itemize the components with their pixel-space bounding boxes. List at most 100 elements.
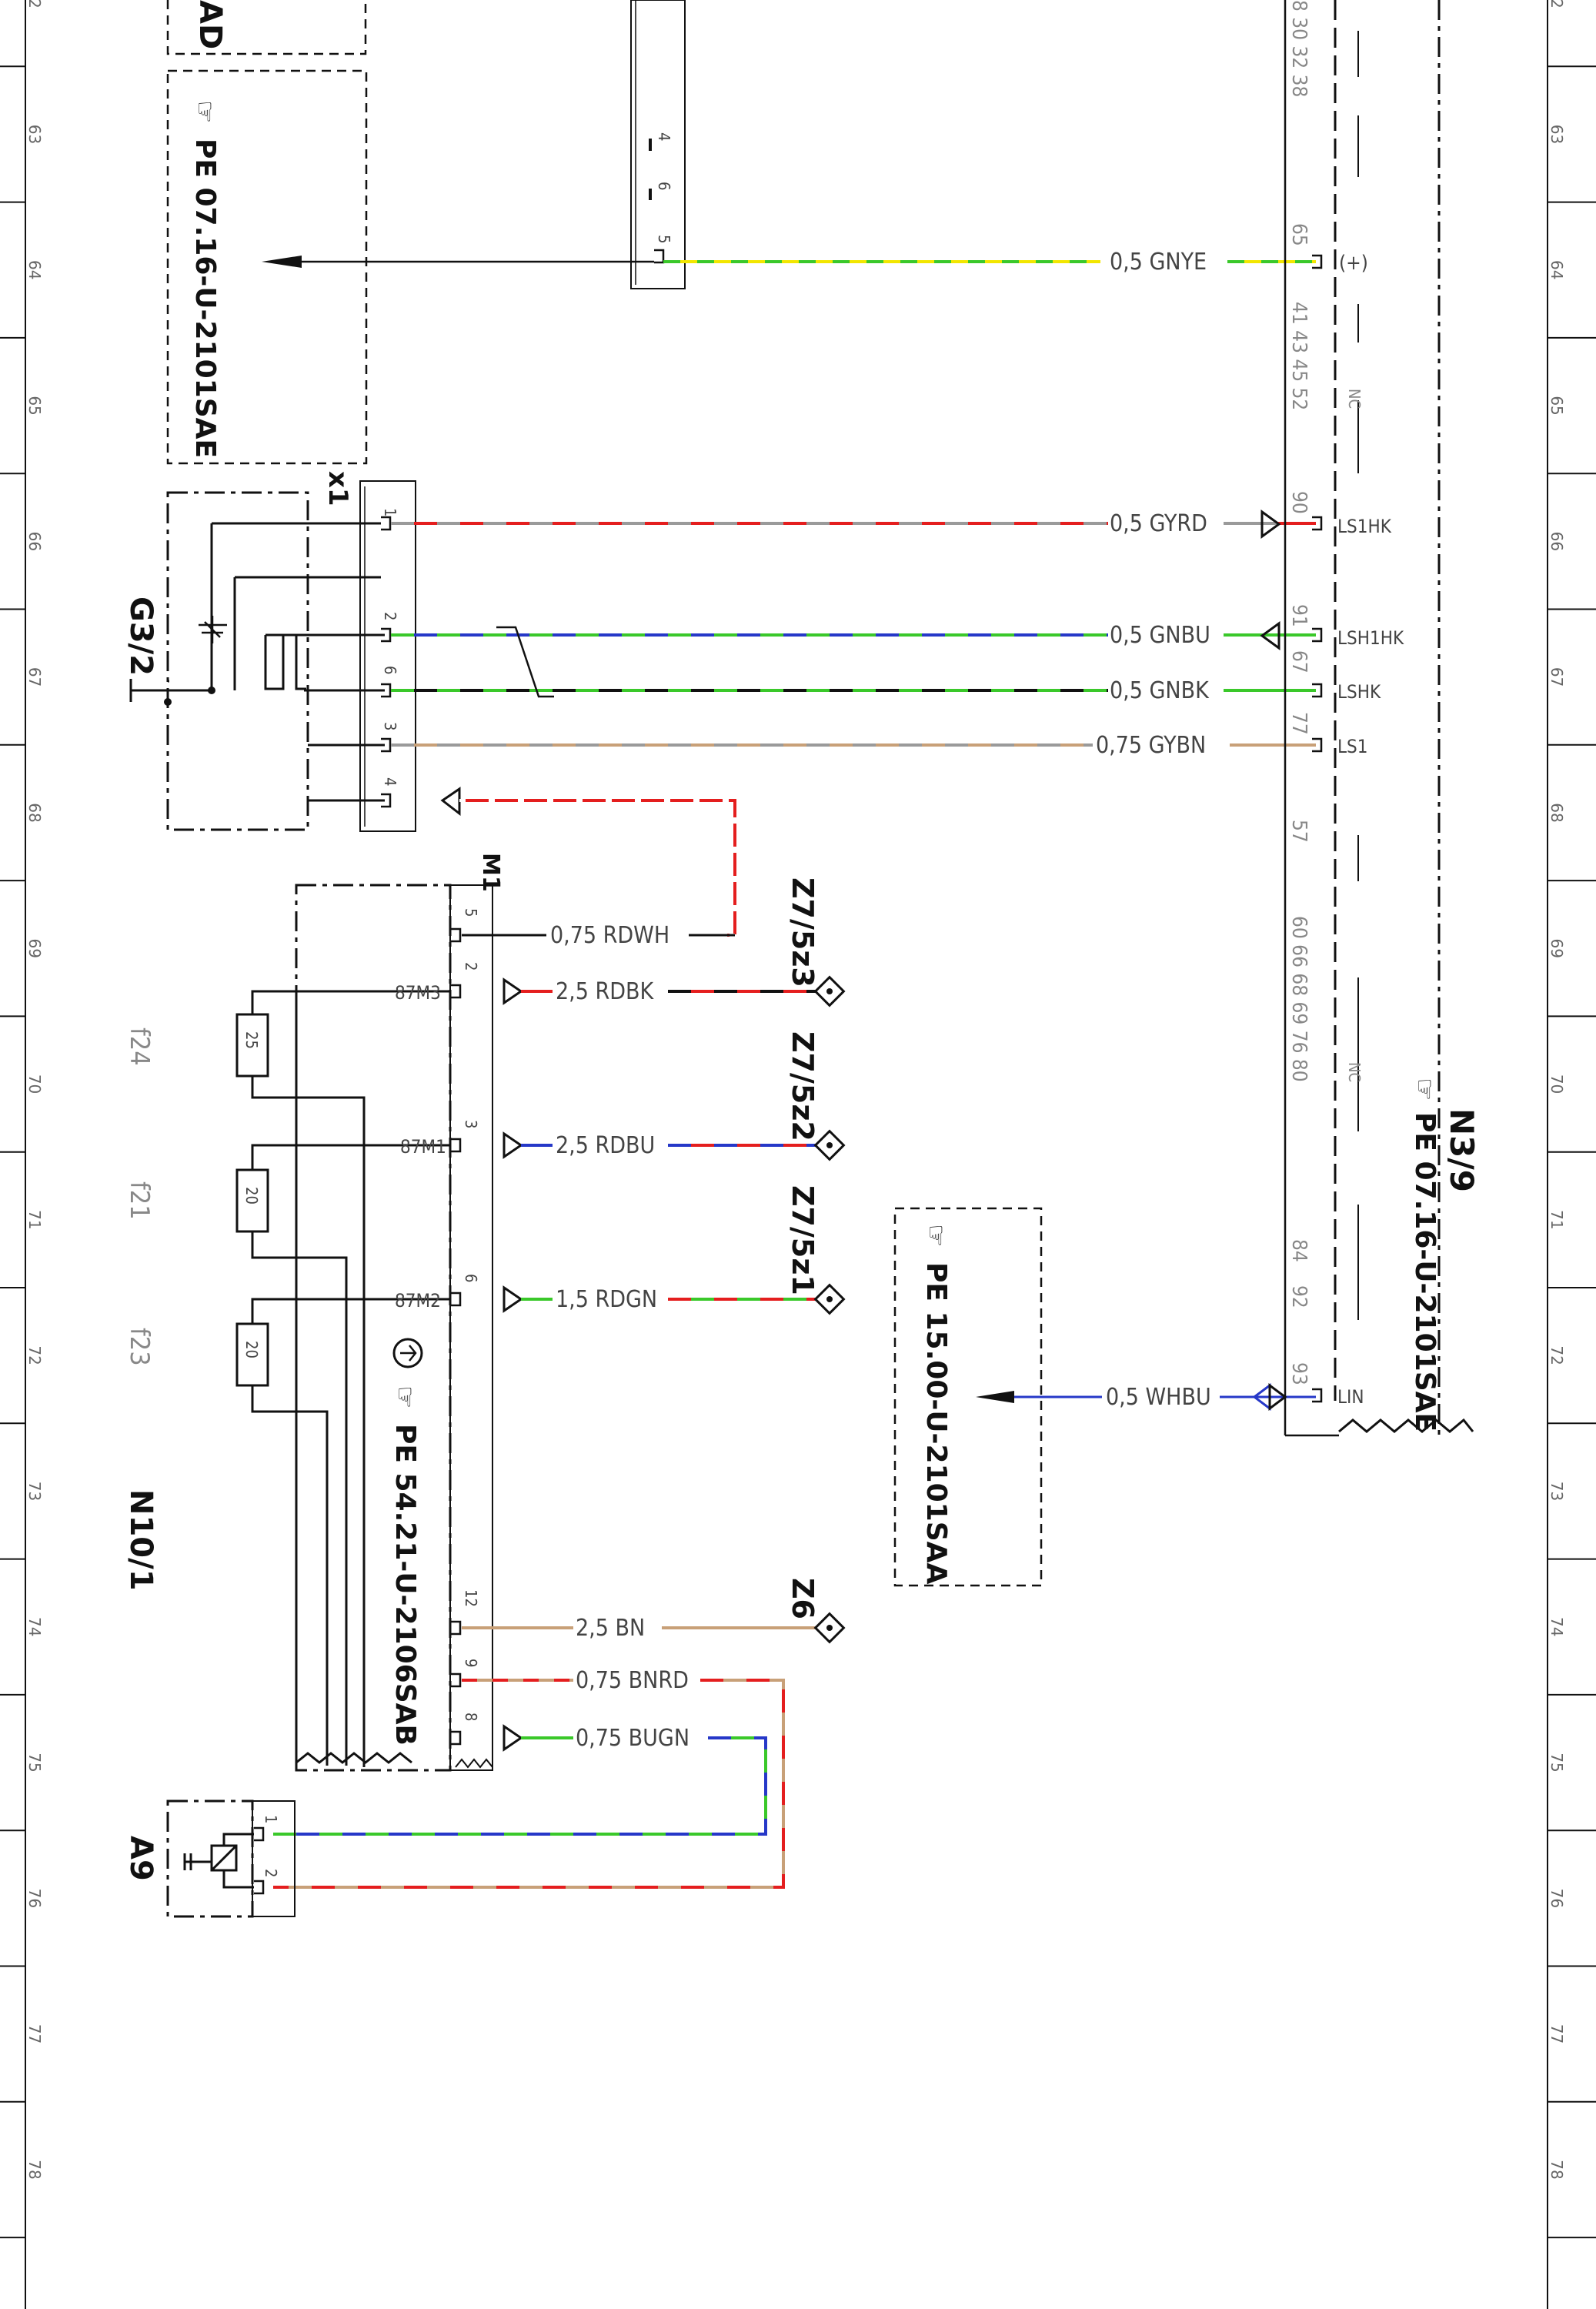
x1-connector: 1 2 6 3 4 xyxy=(359,480,416,832)
left-connector-pin-6: 6 xyxy=(655,182,673,190)
wire-whbu-arrow-right xyxy=(1268,1383,1287,1411)
a9-component: 1 2 xyxy=(166,1799,295,1918)
row-number: 64 xyxy=(25,260,44,279)
wire-bn-label: 2,5 BN xyxy=(576,1615,645,1642)
wire-gnye: 0,5 GNYE xyxy=(663,249,1316,276)
row-number: 72 xyxy=(1548,1345,1566,1365)
fuse-f24-terminal: 87M3 xyxy=(395,982,441,1004)
n3-9-pins-top: 8 30 32 38 xyxy=(1287,0,1311,97)
m1-connector: 5 2 3 6 12 9 8 xyxy=(449,884,493,1771)
fuse-f23-value: 20 xyxy=(242,1341,261,1358)
fuse-f21-name: f21 xyxy=(124,1181,155,1220)
ground-z7-5z1 xyxy=(813,1283,846,1315)
row-grid: 6262636364646565666667676868696970707171… xyxy=(0,0,1596,2239)
n3-9-pins-mid2: 60 66 68 69 76 80 xyxy=(1287,916,1311,1082)
row-number: 64 xyxy=(1548,260,1566,279)
row-number: 65 xyxy=(25,396,44,415)
n3-9-ls1hk: LS1HK xyxy=(1337,516,1392,537)
x1-pin-2: 2 xyxy=(381,612,399,620)
x1-pin-4: 4 xyxy=(381,777,399,786)
row-number: 69 xyxy=(25,939,44,958)
twisted-pair-mark xyxy=(496,626,554,698)
wire-bn: 2,5 BN xyxy=(462,1615,817,1642)
fuse-f21-value: 20 xyxy=(242,1187,261,1205)
g3-2-component xyxy=(129,491,385,831)
pe-5421-ref: ☞ PE 54.21-U-2106SAB xyxy=(389,1338,423,1746)
n3-9-pin-93: 93 xyxy=(1287,1362,1311,1385)
n3-9-label: N3/9 xyxy=(1443,1108,1481,1192)
fuse-f23-terminal: 87M2 xyxy=(395,1290,441,1312)
row-number: 74 xyxy=(25,1617,44,1636)
wire-gnbk-label: 0,5 GNBK xyxy=(1110,677,1210,704)
wire-rdbu: 2,5 RDBU xyxy=(503,1131,816,1159)
row-number: 63 xyxy=(25,125,44,144)
row-number: 74 xyxy=(1548,1617,1566,1636)
ground-z7-5z3-label: Z7/5z3 xyxy=(786,877,820,987)
wire-bugn-label: 0,75 BUGN xyxy=(576,1725,689,1752)
pe-5421-text: PE 54.21-U-2106SAB xyxy=(389,1424,421,1746)
m1-pin-6: 6 xyxy=(462,1274,480,1282)
row-number: 66 xyxy=(1548,532,1566,551)
row-number: 65 xyxy=(1548,396,1566,415)
row-number: 70 xyxy=(1548,1074,1566,1094)
wire-bnrd: 0,75 BNRD xyxy=(273,1667,785,1889)
n10-1-label: N10/1 xyxy=(123,1489,159,1591)
m1-pin-5: 5 xyxy=(462,908,480,917)
ground-z7-5z2-label: Z7/5z2 xyxy=(786,1031,820,1141)
n3-9-pin-92: 92 xyxy=(1287,1285,1311,1308)
row-number: 67 xyxy=(25,667,44,687)
row-number: 76 xyxy=(1548,1889,1566,1908)
row-number: 67 xyxy=(1548,667,1566,687)
a9-pin-1: 1 xyxy=(262,1815,280,1823)
fuse-f21-terminal: 87M1 xyxy=(400,1136,446,1158)
ground-z7-5z1-label: Z7/5z1 xyxy=(786,1185,820,1295)
hand-icon: ☞ xyxy=(189,100,220,123)
row-number: 73 xyxy=(25,1482,44,1501)
x1-pin-1: 1 xyxy=(381,508,399,516)
row-number: 72 xyxy=(25,1345,44,1365)
wire-gyrd: 0,5 GYRD xyxy=(391,510,1316,539)
n3-9-pin-67: 67 xyxy=(1287,650,1311,673)
wire-rdgn-label: 1,5 RDGN xyxy=(556,1286,657,1313)
wire-rdwh-arrow xyxy=(440,787,461,817)
n3-9-plus: (+) xyxy=(1339,252,1368,275)
wire-rdbu-arrow xyxy=(503,1131,523,1159)
n3-9-lin: LIN xyxy=(1337,1386,1364,1408)
wire-gyrd-label: 0,5 GYRD xyxy=(1110,510,1207,537)
fuse-f23: 20 xyxy=(235,1298,296,1413)
n3-9-pin-77: 77 xyxy=(1287,712,1311,735)
m1-pin-8: 8 xyxy=(462,1713,480,1721)
n3-9-nc-1: NC xyxy=(1345,389,1364,409)
wire-rdwh: 0,75 RDWH xyxy=(440,787,736,949)
wire-bugn: 0,75 BUGN xyxy=(273,1724,767,1836)
n3-9-nc-2: NC xyxy=(1345,1062,1364,1082)
n3-9-ls1: LS1 xyxy=(1337,736,1367,757)
wire-gnbu: 0,5 GNBU xyxy=(391,621,1316,650)
row-number: 76 xyxy=(25,1889,44,1908)
row-number: 71 xyxy=(25,1210,44,1229)
fuse-f23-name: f23 xyxy=(124,1328,155,1366)
wire-gnye-label: 0,5 GNYE xyxy=(1110,249,1207,276)
wire-bnrd-label: 0,75 BNRD xyxy=(576,1667,689,1694)
n3-9-pin-90: 90 xyxy=(1287,491,1311,514)
hand-icon: ☞ xyxy=(920,1224,951,1247)
fuse-f24: 25 xyxy=(235,990,296,1099)
ground-z6-label: Z6 xyxy=(786,1578,820,1619)
m1-pin-3: 3 xyxy=(462,1120,480,1128)
pe-1500-text: PE 15.00-U-2101SAA xyxy=(920,1262,952,1584)
ground-z7-5z3 xyxy=(813,975,846,1007)
left-connector-pin-5: 5 xyxy=(655,235,673,243)
hand-icon: ☞ xyxy=(1409,1078,1440,1101)
n3-9-pins-mid1: 41 43 45 52 xyxy=(1287,302,1311,410)
m1-pin-12: 12 xyxy=(462,1589,480,1607)
n3-9-pin-65: 65 xyxy=(1287,223,1311,246)
pe-0716-left-ref: ☞ PE 07.16-U-2101SAE xyxy=(189,100,221,458)
ground-z6 xyxy=(813,1612,846,1644)
n10-1-component: 25 20 20 87M3 87M1 87M2 xyxy=(235,884,452,1772)
wire-whbu-label: 0,5 WHBU xyxy=(1106,1384,1211,1411)
m1-pin-2: 2 xyxy=(462,962,480,971)
wire-gnbu-arrow xyxy=(1260,621,1280,650)
x1-label: x1 xyxy=(322,471,353,506)
row-number: 78 xyxy=(1548,2160,1566,2179)
